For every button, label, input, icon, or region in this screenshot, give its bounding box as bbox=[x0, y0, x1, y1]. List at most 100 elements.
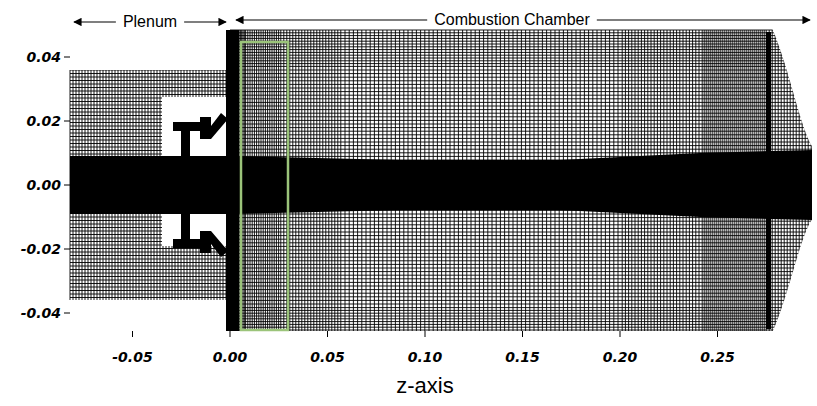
tick-label: 0.00 bbox=[26, 177, 61, 193]
grid-line bbox=[230, 224, 812, 225]
tick-label: 0.05 bbox=[310, 349, 345, 365]
grid-line bbox=[230, 41, 812, 42]
grid-line bbox=[230, 44, 812, 45]
tick-mark bbox=[717, 331, 718, 337]
grid-line bbox=[230, 293, 812, 294]
grid-line bbox=[70, 80, 230, 81]
grid-line bbox=[230, 77, 812, 78]
grid-line bbox=[230, 120, 812, 121]
vane-blade bbox=[200, 231, 228, 257]
region-label: Combustion Chamber bbox=[432, 11, 592, 29]
grid-line bbox=[230, 127, 812, 128]
grid-line bbox=[230, 271, 812, 272]
tick-label: 0.25 bbox=[700, 349, 735, 365]
grid-line bbox=[230, 52, 812, 53]
grid-line bbox=[230, 80, 812, 81]
grid-line bbox=[230, 235, 812, 236]
grid-line bbox=[70, 77, 230, 78]
blank-region bbox=[772, 28, 817, 148]
tick-mark bbox=[64, 57, 70, 58]
grid-line bbox=[230, 257, 812, 258]
grid-line bbox=[230, 116, 812, 117]
tick-label: 0.00 bbox=[213, 349, 248, 365]
tick-label: 0.10 bbox=[408, 349, 443, 365]
grid-line bbox=[230, 253, 812, 254]
grid-line bbox=[230, 282, 812, 283]
grid-line bbox=[230, 310, 812, 311]
grid-line bbox=[230, 307, 812, 308]
grid-line bbox=[230, 124, 812, 125]
grid-line bbox=[230, 30, 812, 31]
tick-label: 0.15 bbox=[505, 349, 540, 365]
blank-region bbox=[772, 218, 817, 333]
span-arrow bbox=[597, 19, 810, 20]
grid-line bbox=[230, 49, 812, 50]
grid-line bbox=[230, 321, 812, 322]
region-label: Plenum bbox=[121, 13, 179, 31]
grid-line bbox=[70, 94, 230, 95]
grid-line bbox=[230, 88, 812, 89]
grid-line bbox=[230, 289, 812, 290]
grid-line bbox=[230, 239, 812, 240]
vane-blade bbox=[200, 113, 228, 139]
grid-line bbox=[70, 91, 230, 92]
axis-ticks bbox=[64, 57, 718, 337]
grid-line bbox=[70, 269, 230, 270]
grid-line bbox=[230, 260, 812, 261]
grid-line bbox=[70, 73, 230, 74]
grid-line bbox=[230, 275, 812, 276]
grid-line bbox=[230, 232, 812, 233]
dense-strip bbox=[766, 32, 771, 329]
swirler-vane bbox=[173, 113, 228, 157]
grid-line bbox=[230, 70, 812, 71]
grid-line bbox=[230, 318, 812, 319]
tick-mark bbox=[64, 185, 70, 186]
grid-line bbox=[70, 280, 230, 281]
grid-line bbox=[70, 262, 230, 263]
tick-mark bbox=[132, 331, 133, 337]
grid-line bbox=[230, 242, 812, 243]
grid-line bbox=[230, 58, 812, 59]
tick-mark bbox=[425, 331, 426, 337]
tick-mark bbox=[64, 313, 70, 314]
grid-line bbox=[230, 106, 812, 107]
grid-line bbox=[230, 316, 812, 317]
grid-line bbox=[230, 109, 812, 110]
grid-line bbox=[230, 250, 812, 251]
grid-line bbox=[230, 95, 812, 96]
grid-line bbox=[70, 294, 230, 295]
grid-line bbox=[70, 297, 230, 298]
grid-line bbox=[230, 264, 812, 265]
grid-line bbox=[230, 134, 812, 135]
span-arrow bbox=[184, 21, 226, 22]
grid-line bbox=[70, 283, 230, 284]
grid-line bbox=[230, 138, 812, 139]
grid-line bbox=[230, 300, 812, 301]
grid-line bbox=[230, 313, 812, 314]
grid-line bbox=[230, 46, 812, 47]
tick-mark bbox=[230, 331, 231, 337]
grid-line bbox=[230, 55, 812, 56]
grid-line bbox=[230, 327, 812, 328]
grid-line bbox=[230, 131, 812, 132]
grid-line bbox=[70, 276, 230, 277]
grid-line bbox=[230, 246, 812, 247]
tick-label: -0.04 bbox=[21, 305, 61, 321]
tick-label: -0.05 bbox=[112, 349, 152, 365]
tick-label: 0.02 bbox=[26, 113, 61, 129]
tick-label: 0.04 bbox=[26, 49, 61, 65]
grid-line bbox=[230, 32, 812, 33]
vane-stem bbox=[181, 213, 190, 239]
tick-label: -0.02 bbox=[21, 241, 61, 257]
grid-line bbox=[230, 296, 812, 297]
grid-line bbox=[70, 287, 230, 288]
grid-line bbox=[230, 228, 812, 229]
grid-line bbox=[230, 91, 812, 92]
grid-line bbox=[230, 149, 812, 150]
grid-line bbox=[230, 330, 812, 331]
geometry-overlay bbox=[60, 28, 817, 333]
tick-label: 0.20 bbox=[603, 349, 638, 365]
grid-line bbox=[70, 266, 230, 267]
grid-line bbox=[230, 142, 812, 143]
